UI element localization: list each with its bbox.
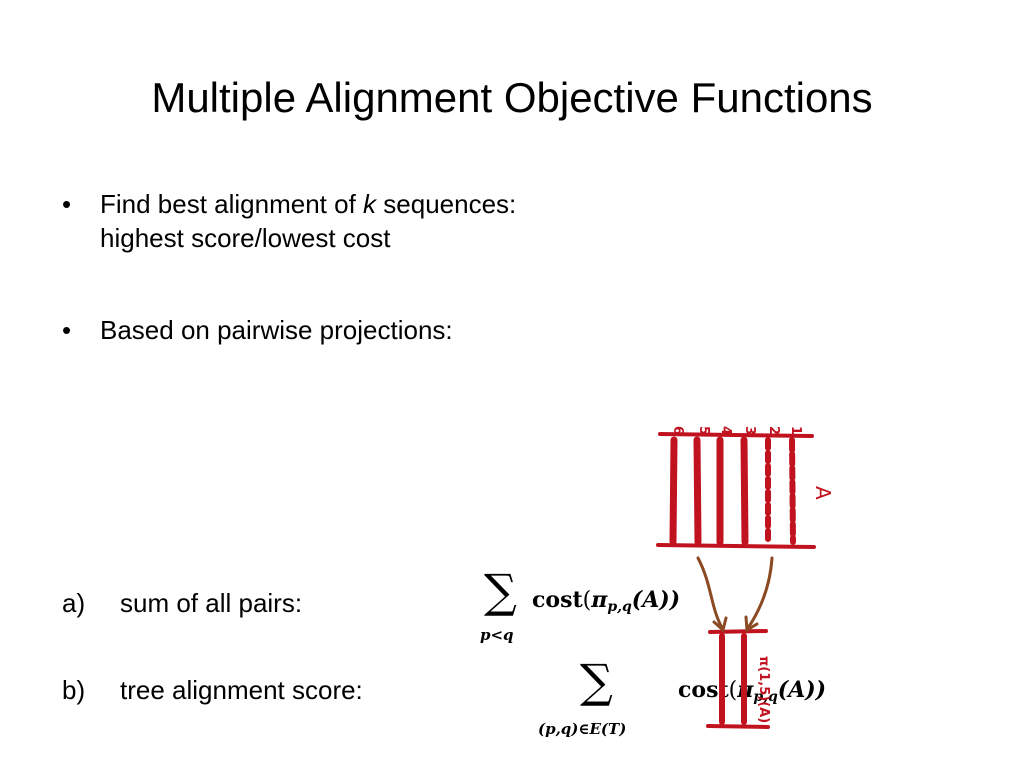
matrix-top-border: [658, 432, 814, 438]
summation-subscript: p<q: [480, 626, 514, 644]
row-number-6: 6: [670, 426, 685, 435]
projection-label: π(1,5)(A): [756, 656, 771, 723]
bullet-marker: •: [62, 315, 72, 345]
projection-arrow-left-head: [712, 616, 728, 633]
row-number-3: 3: [742, 426, 757, 435]
projection-arrow-right: [746, 556, 774, 630]
alignment-sketch: 6 5 4 3 2 1 A π(1,5)(A): [656, 426, 835, 729]
bullet-text: Based on pairwise projections:: [100, 315, 453, 345]
k-variable: k: [363, 189, 377, 219]
item-sum-of-pairs: a) sum of all pairs:: [62, 586, 302, 620]
projection-top-border: [708, 629, 768, 634]
summation-symbol: ∑: [484, 564, 517, 618]
item-text: sum of all pairs:: [120, 588, 303, 618]
bullet-marker: •: [62, 189, 72, 219]
summation-symbol: ∑: [580, 654, 613, 708]
bullet-text: Find best alignment of k sequences: high…: [100, 189, 517, 253]
projection-bottom-border: [706, 724, 770, 729]
slide-title: Multiple Alignment Objective Functions: [151, 74, 873, 121]
sequence-column-1: [789, 437, 796, 545]
item-tree-alignment: b) tree alignment score:: [62, 673, 363, 707]
projection-arrow-left: [696, 556, 724, 630]
matrix-label: A: [811, 486, 835, 500]
row-number-1: 1: [788, 426, 803, 435]
bullet-find-best-alignment: • Find best alignment of k sequences: hi…: [62, 187, 516, 255]
bullet-pairwise-projections: • Based on pairwise projections:: [62, 313, 453, 347]
sequence-column-6: [669, 436, 678, 546]
row-number-5: 5: [696, 426, 711, 435]
projection-arrow-right-head: [744, 615, 759, 633]
summation-subscript: (p,q)∈E(T): [538, 720, 627, 738]
item-label: b): [62, 675, 86, 705]
sequence-column-5: [693, 436, 702, 546]
sequence-column-3: [740, 436, 749, 546]
row-number-4: 4: [718, 426, 733, 435]
item-label: a): [62, 588, 86, 618]
matrix-bottom-border: [656, 543, 816, 549]
row-number-2: 2: [766, 426, 781, 435]
item-text: tree alignment score:: [120, 675, 363, 705]
cost-expression: cost(πp,q(A)): [532, 587, 681, 615]
formula-sum-of-pairs: ∑ p<q cost(πp,q(A)): [480, 568, 740, 648]
bullet-text-line2: highest score/lowest cost: [100, 223, 391, 253]
